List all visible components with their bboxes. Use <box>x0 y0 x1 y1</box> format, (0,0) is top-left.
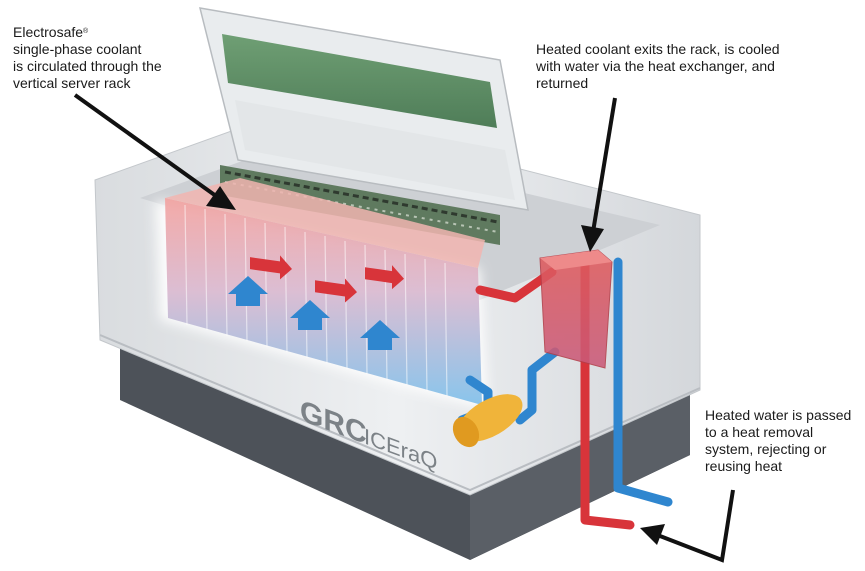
annotation-coolant-circulation: Electrosafe® single-phase coolant is cir… <box>13 24 162 92</box>
annotation-heat-rejection: Heated water is passed to a heat removal… <box>705 407 851 475</box>
annotation-line: Heated coolant exits the rack, is cooled <box>536 41 780 57</box>
arrow-to-water-outlet-head <box>640 524 665 545</box>
cold-flow-arrows <box>228 276 400 350</box>
annotation-line: is circulated through the <box>13 58 162 74</box>
coolant-tank <box>165 178 485 405</box>
annotation-heat-exchanger: Heated coolant exits the rack, is cooled… <box>536 41 780 92</box>
arrow-to-rack <box>73 93 218 198</box>
annotation-line: vertical server rack <box>13 75 131 91</box>
annotation-line: returned <box>536 75 589 91</box>
arrow-to-heat-exchanger-head <box>581 225 604 252</box>
arrow-to-water-outlet <box>659 489 735 563</box>
brand-name: Electrosafe <box>13 24 84 40</box>
annotation-line: to a heat removal <box>705 424 814 440</box>
callout-arrows <box>73 93 735 563</box>
annotation-line: system, rejecting or <box>705 441 827 457</box>
cabinet-base <box>120 330 690 560</box>
annotation-line: Heated water is passed <box>705 407 852 423</box>
annotation-brand-line: Electrosafe® <box>13 24 162 41</box>
annotation-line: with water via the heat exchanger, and <box>536 58 775 74</box>
brand-mark: ® <box>83 28 89 35</box>
annotation-line: reusing heat <box>705 458 783 474</box>
arrow-to-rack-head <box>206 186 236 210</box>
cabinet-lid <box>198 7 529 211</box>
heat-exchanger <box>539 249 613 369</box>
coolant-pump <box>452 394 523 448</box>
arrow-to-heat-exchanger <box>591 97 617 233</box>
annotation-line: single-phase coolant <box>13 41 142 57</box>
hot-flow-arrows <box>250 255 404 303</box>
